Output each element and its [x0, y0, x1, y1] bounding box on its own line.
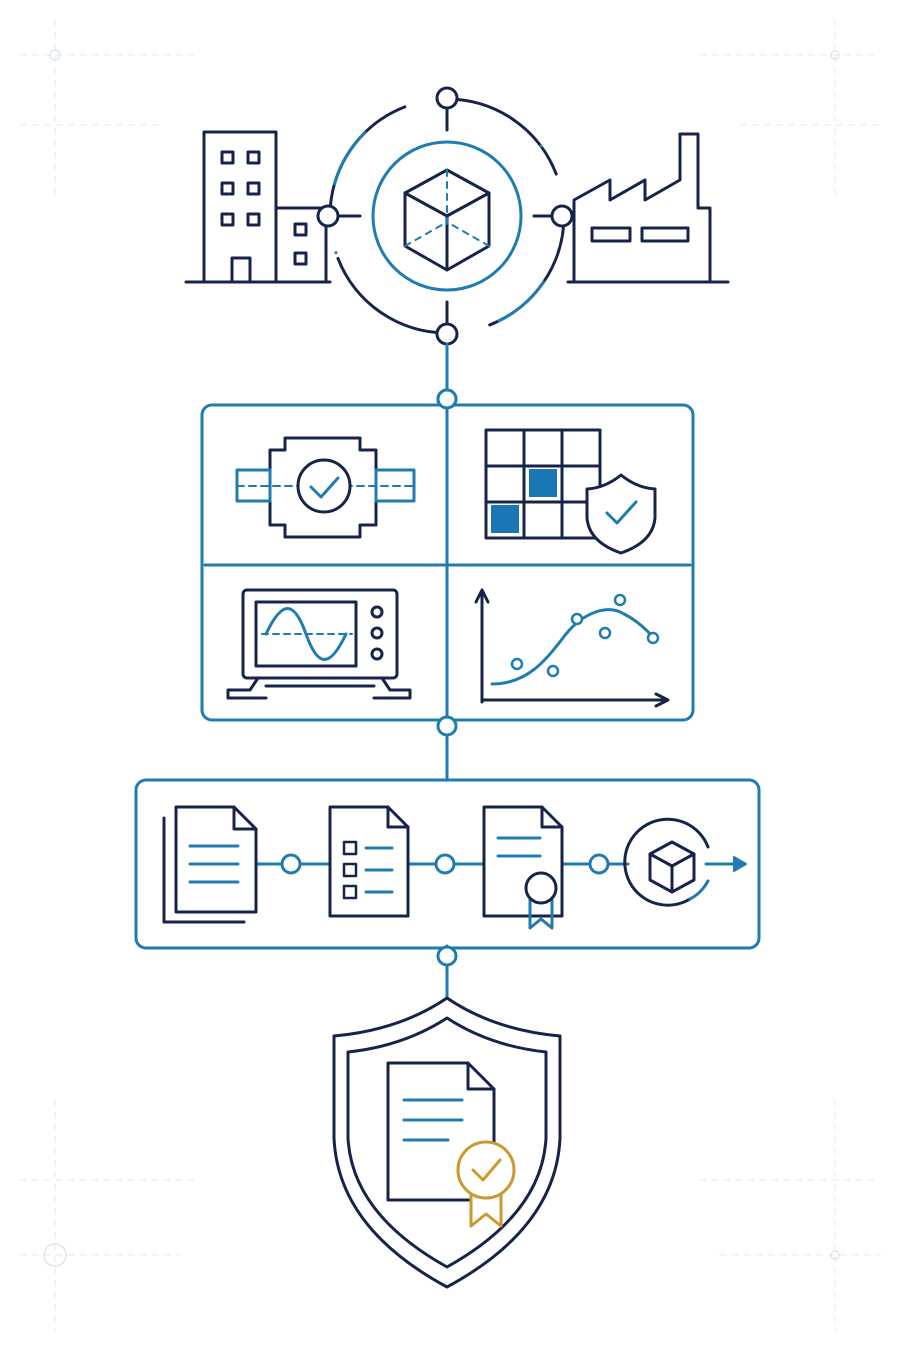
- data-curve-chart-icon: [476, 590, 668, 706]
- factory-icon: [568, 134, 728, 282]
- calibrated-instrument-icon: [237, 438, 414, 537]
- cube-release-icon: [625, 819, 746, 905]
- connector-mid: [438, 717, 456, 778]
- office-building-icon: [186, 132, 330, 282]
- document-stack-icon: [164, 807, 256, 922]
- final-section: [334, 998, 560, 1287]
- shield-icon: [334, 998, 560, 1287]
- validation-panel: [202, 390, 693, 720]
- document-flow-panel: [136, 780, 759, 948]
- cube-icon: [405, 170, 489, 270]
- connector-bottom: [438, 946, 456, 998]
- certified-document-icon: [484, 807, 562, 928]
- checklist-document-icon: [330, 807, 408, 916]
- grid-markers: [44, 50, 839, 1266]
- gold-seal-icon: [458, 1142, 514, 1226]
- top-section: [186, 88, 728, 344]
- secure-data-grid-icon: [486, 430, 655, 553]
- monitoring-equipment-icon: [228, 590, 410, 698]
- flow-connectors: [256, 855, 628, 873]
